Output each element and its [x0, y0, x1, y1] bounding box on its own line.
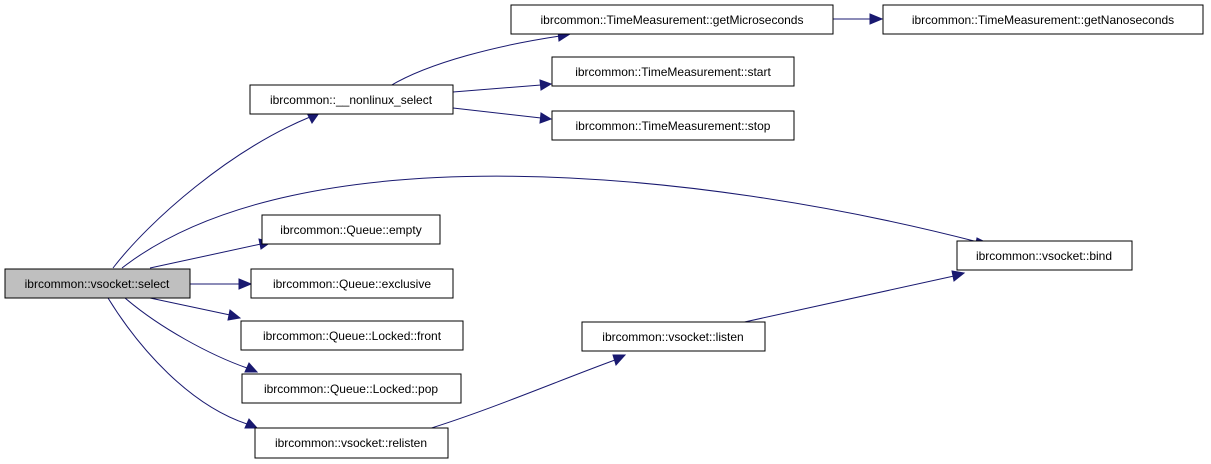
node-label: ibrcommon::vsocket::listen [602, 330, 743, 344]
edge-select-to-bind [121, 175, 979, 269]
node-vsocket-listen[interactable]: ibrcommon::vsocket::listen [581, 321, 766, 352]
edge-nonlinux-select-to-start [452, 84, 542, 93]
edge-select-to-relisten [107, 297, 248, 425]
arrowhead [227, 309, 242, 321]
arrowhead [539, 112, 553, 124]
node-label: ibrcommon::TimeMeasurement::stop [576, 119, 771, 133]
node-get-microseconds[interactable]: ibrcommon::TimeMeasurement::getMicroseco… [510, 4, 834, 35]
nodes: ibrcommon::vsocket::select ibrcommon::__… [4, 4, 1204, 459]
edge-select-to-locked-pop [124, 297, 248, 369]
node-label: ibrcommon::__nonlinux_select [270, 93, 433, 107]
arrowhead [869, 13, 884, 25]
arrowhead [951, 270, 966, 282]
node-label: ibrcommon::Queue::empty [280, 223, 421, 237]
arrowhead [244, 418, 259, 429]
arrowhead [244, 362, 259, 373]
edge-relisten-to-listen [424, 359, 616, 431]
node-locked-front[interactable]: ibrcommon::Queue::Locked::front [240, 320, 464, 351]
node-start[interactable]: ibrcommon::TimeMeasurement::start [551, 56, 795, 87]
node-label: ibrcommon::TimeMeasurement::getMicroseco… [541, 13, 804, 27]
arrowhead [539, 79, 553, 91]
arrowhead [612, 354, 627, 366]
node-queue-exclusive[interactable]: ibrcommon::Queue::exclusive [250, 268, 454, 299]
arrowhead [238, 278, 253, 290]
node-label: ibrcommon::Queue::Locked::pop [264, 382, 438, 396]
node-locked-pop[interactable]: ibrcommon::Queue::Locked::pop [241, 373, 462, 404]
node-get-nanoseconds[interactable]: ibrcommon::TimeMeasurement::getNanosecon… [882, 4, 1204, 35]
node-label: ibrcommon::Queue::exclusive [273, 277, 431, 291]
node-nonlinux-select[interactable]: ibrcommon::__nonlinux_select [249, 84, 454, 115]
node-vsocket-relisten[interactable]: ibrcommon::vsocket::relisten [254, 427, 449, 459]
node-label: ibrcommon::Queue::Locked::front [263, 329, 442, 343]
edge-nonlinux-select-to-get-microseconds [389, 35, 561, 87]
edges [107, 13, 991, 431]
edge-listen-to-bind [739, 275, 955, 324]
edge-select-to-queue-empty [149, 243, 262, 269]
node-vsocket-select[interactable]: ibrcommon::vsocket::select [4, 268, 191, 299]
edge-select-to-nonlinux-select [112, 116, 311, 269]
node-label: ibrcommon::vsocket::bind [976, 249, 1112, 263]
node-label: ibrcommon::vsocket::relisten [275, 436, 427, 450]
node-queue-empty[interactable]: ibrcommon::Queue::empty [261, 214, 441, 245]
node-label: ibrcommon::TimeMeasurement::getNanosecon… [912, 13, 1174, 27]
edge-select-to-locked-front [149, 297, 231, 316]
node-label: ibrcommon::vsocket::select [25, 277, 170, 291]
node-label: ibrcommon::TimeMeasurement::start [575, 65, 771, 79]
edge-nonlinux-select-to-stop [452, 107, 542, 119]
node-vsocket-bind[interactable]: ibrcommon::vsocket::bind [956, 240, 1133, 271]
node-stop[interactable]: ibrcommon::TimeMeasurement::stop [551, 110, 795, 141]
